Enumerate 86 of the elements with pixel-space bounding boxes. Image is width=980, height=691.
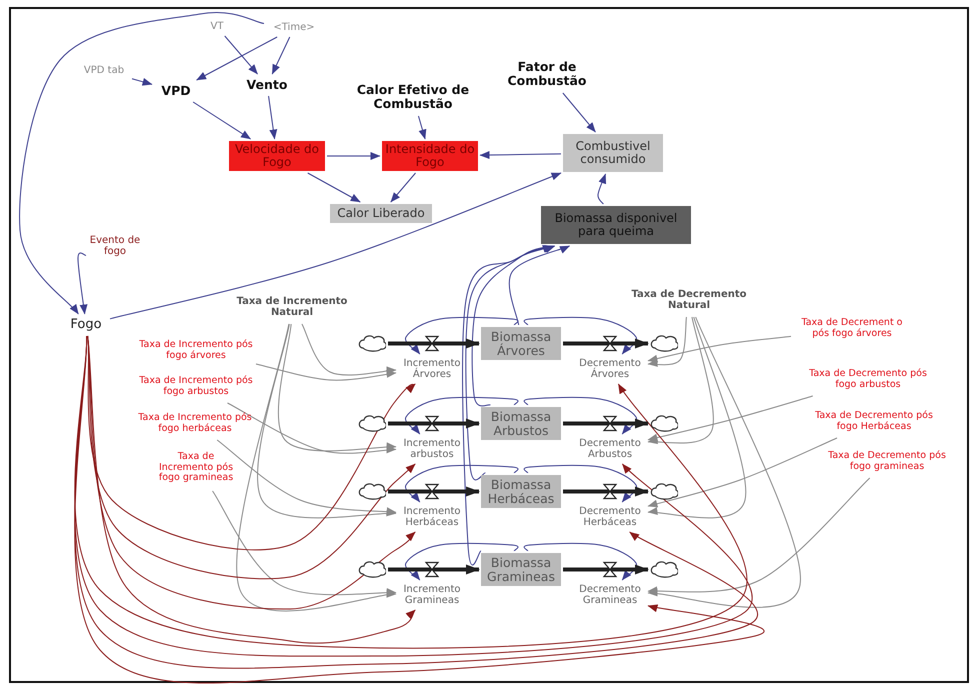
link-arrow (110, 172, 562, 320)
link-arrow (648, 316, 800, 608)
link-arrow (268, 96, 278, 140)
link-arrow (524, 396, 638, 434)
link-arrow (307, 172, 361, 202)
flow-label: Decremento Herbáceas (574, 504, 646, 530)
link-arrow (236, 324, 396, 612)
flow-pipe (563, 418, 649, 428)
link-arrow (418, 116, 426, 140)
link-arrow (326, 152, 380, 160)
link-arrow (192, 102, 252, 140)
link-arrow (648, 316, 714, 446)
variable-label: Taxa de Incremento pós fogo arbustos (138, 373, 254, 401)
link-arrow (598, 174, 606, 204)
link-arrow (256, 363, 396, 381)
link-arrow (301, 324, 396, 376)
variable-label: Taxa de Incremento pós fogo herbáceas (134, 410, 256, 438)
stock-box: Biomassa Gramineas (481, 553, 561, 586)
flow-label: Incremento arbustos (398, 436, 466, 462)
link-arrow (480, 151, 562, 160)
link-arrow (648, 478, 870, 595)
flow-label: Incremento Gramineas (398, 582, 466, 608)
variable-label: Fator de Combustão (502, 57, 592, 91)
stock-box: Biomassa Árvores (481, 327, 561, 360)
link-arrow (224, 36, 258, 74)
variable-box: Calor Liberado (330, 204, 432, 223)
variable-label: Taxa de Incremento Natural (226, 292, 358, 322)
link-arrow (132, 78, 152, 86)
link-arrow (524, 464, 638, 502)
link-arrow (405, 464, 518, 502)
link-arrow (648, 396, 814, 442)
variable-label: VPD (154, 82, 198, 100)
link-arrow (648, 438, 838, 508)
link-arrow (462, 244, 556, 566)
variable-label: Taxa de Decremento pós fogo Herbáceas (812, 408, 936, 436)
variable-label: VT (204, 20, 230, 34)
variable-label: Taxa de Incremento pós fogo árvores (138, 337, 254, 365)
link-arrow (196, 36, 278, 80)
link-arrow (562, 92, 596, 132)
stock-box: Biomassa Arbustos (481, 407, 561, 440)
variable-label: Fogo (64, 316, 108, 334)
variable-label: Taxa de Decremento pós fogo arbustos (808, 366, 928, 394)
variable-label: Taxa de Decremento Natural (630, 285, 748, 315)
link-arrow (405, 316, 518, 354)
flow-pipe (388, 338, 480, 348)
link-arrow (405, 396, 518, 434)
link-arrow (216, 440, 396, 516)
link-arrow (524, 542, 638, 580)
flow-pipe (563, 486, 649, 496)
flow-label: Decremento Árvores (574, 356, 646, 382)
link-arrow (524, 316, 638, 354)
variable-label: Evento de fogo (88, 232, 142, 260)
link-arrow (212, 490, 396, 596)
flow-label: Decremento Arbustos (574, 436, 646, 462)
flow-label: Incremento Herbáceas (398, 504, 466, 530)
link-arrow (405, 542, 518, 580)
link-arrow (648, 336, 792, 363)
variable-label: Taxa de Incremento pós fogo gramineas (150, 447, 242, 489)
variable-box: Combustivel consumido (563, 134, 663, 172)
variable-label: VPD tab (78, 64, 130, 78)
variable-box: Biomassa disponivel para queima (541, 206, 691, 244)
flow-pipe (388, 564, 480, 574)
variable-label: Taxa de Decremento pós fogo gramineas (826, 448, 948, 476)
variable-label: Vento (240, 76, 294, 94)
flow-label: Incremento Árvores (398, 356, 466, 382)
flow-label: Decremento Gramineas (574, 582, 646, 608)
variable-box: Intensidade do Fogo (382, 141, 478, 171)
link-arrow (278, 324, 396, 452)
flow-pipe (563, 564, 649, 574)
link-arrow (648, 316, 746, 518)
variable-box: Velocidade do Fogo (229, 141, 325, 171)
flow-pipe (563, 338, 649, 348)
variable-label: <Time> (266, 21, 322, 35)
variable-label: Taxa de Decrement o pós fogo árvores (793, 315, 911, 343)
link-arrow (227, 402, 396, 454)
link-arrow (78, 252, 88, 314)
flow-pipe (388, 486, 480, 496)
link-arrow (648, 316, 687, 368)
link-arrow (19, 12, 264, 314)
link-arrow (257, 324, 396, 518)
variable-label: Calor Efetivo de Combustão (352, 80, 474, 114)
link-arrow (390, 172, 416, 202)
stock-box: Biomassa Herbáceas (481, 475, 561, 508)
link-arrow (272, 36, 290, 74)
flow-pipe (388, 418, 480, 428)
link-arrow (508, 246, 570, 326)
